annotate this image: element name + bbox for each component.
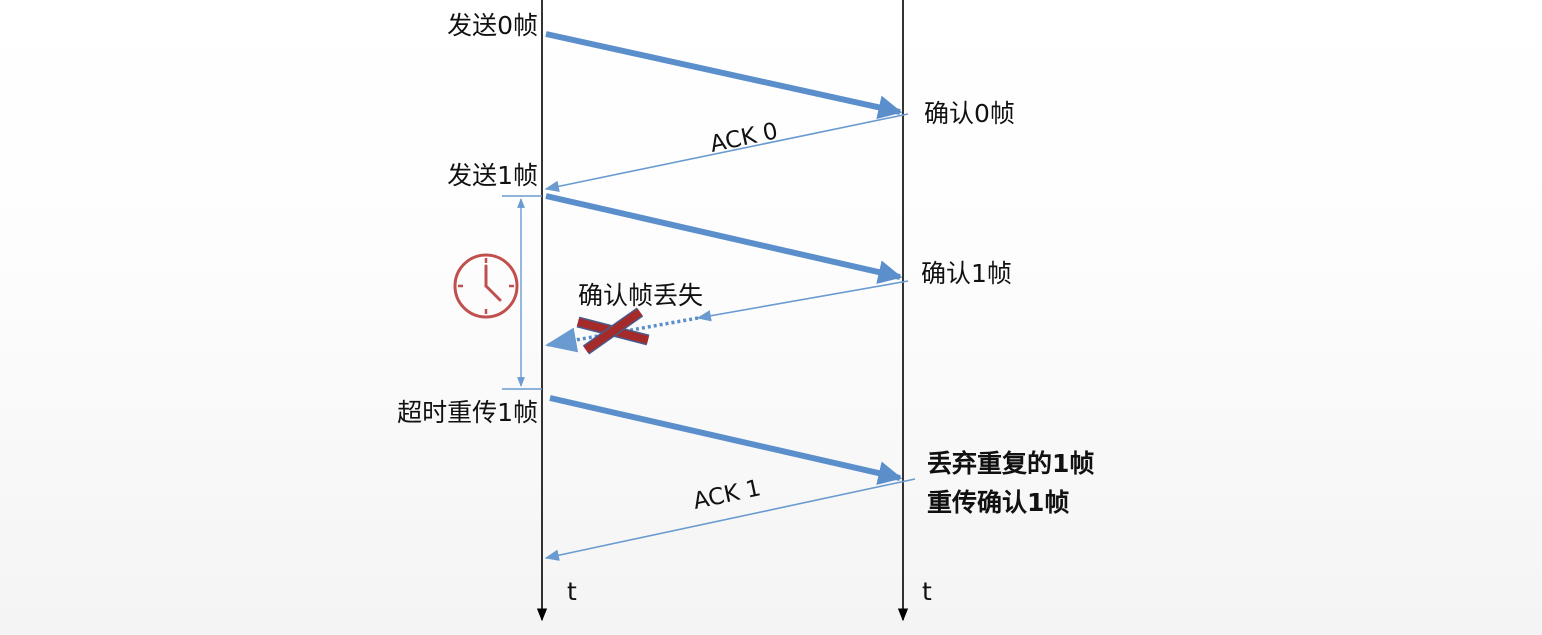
ack0-arrow [544,113,909,193]
resend-confirm-label: 重传确认1帧 [927,488,1069,517]
send-frame1-label: 发送1帧 [447,161,538,190]
lost-ack-arrow-solid [696,280,909,322]
resend-frame1-arrow [549,395,903,485]
ack0-label: ACK 0 [708,118,780,158]
ack1-arrow [544,478,916,561]
cross-icon [576,307,650,355]
clock-icon [453,253,519,319]
confirm-frame0-label: 确认0帧 [924,99,1015,128]
ack-lost-label: 确认帧丢失 [578,281,703,310]
receiver-t-label: t [922,577,932,606]
confirm-frame1-label: 确认1帧 [921,259,1012,288]
send-frame0-label: 发送0帧 [447,11,538,40]
frame0-arrow [545,31,903,120]
sender-t-label: t [567,577,577,606]
timeout-resend-label: 超时重传1帧 [397,398,538,427]
ack1-label: ACK 1 [691,475,763,515]
discard-duplicate-label: 丢弃重复的1帧 [927,449,1094,478]
lost-ack-arrow-dotted [544,316,699,353]
frame1-arrow [545,193,903,284]
